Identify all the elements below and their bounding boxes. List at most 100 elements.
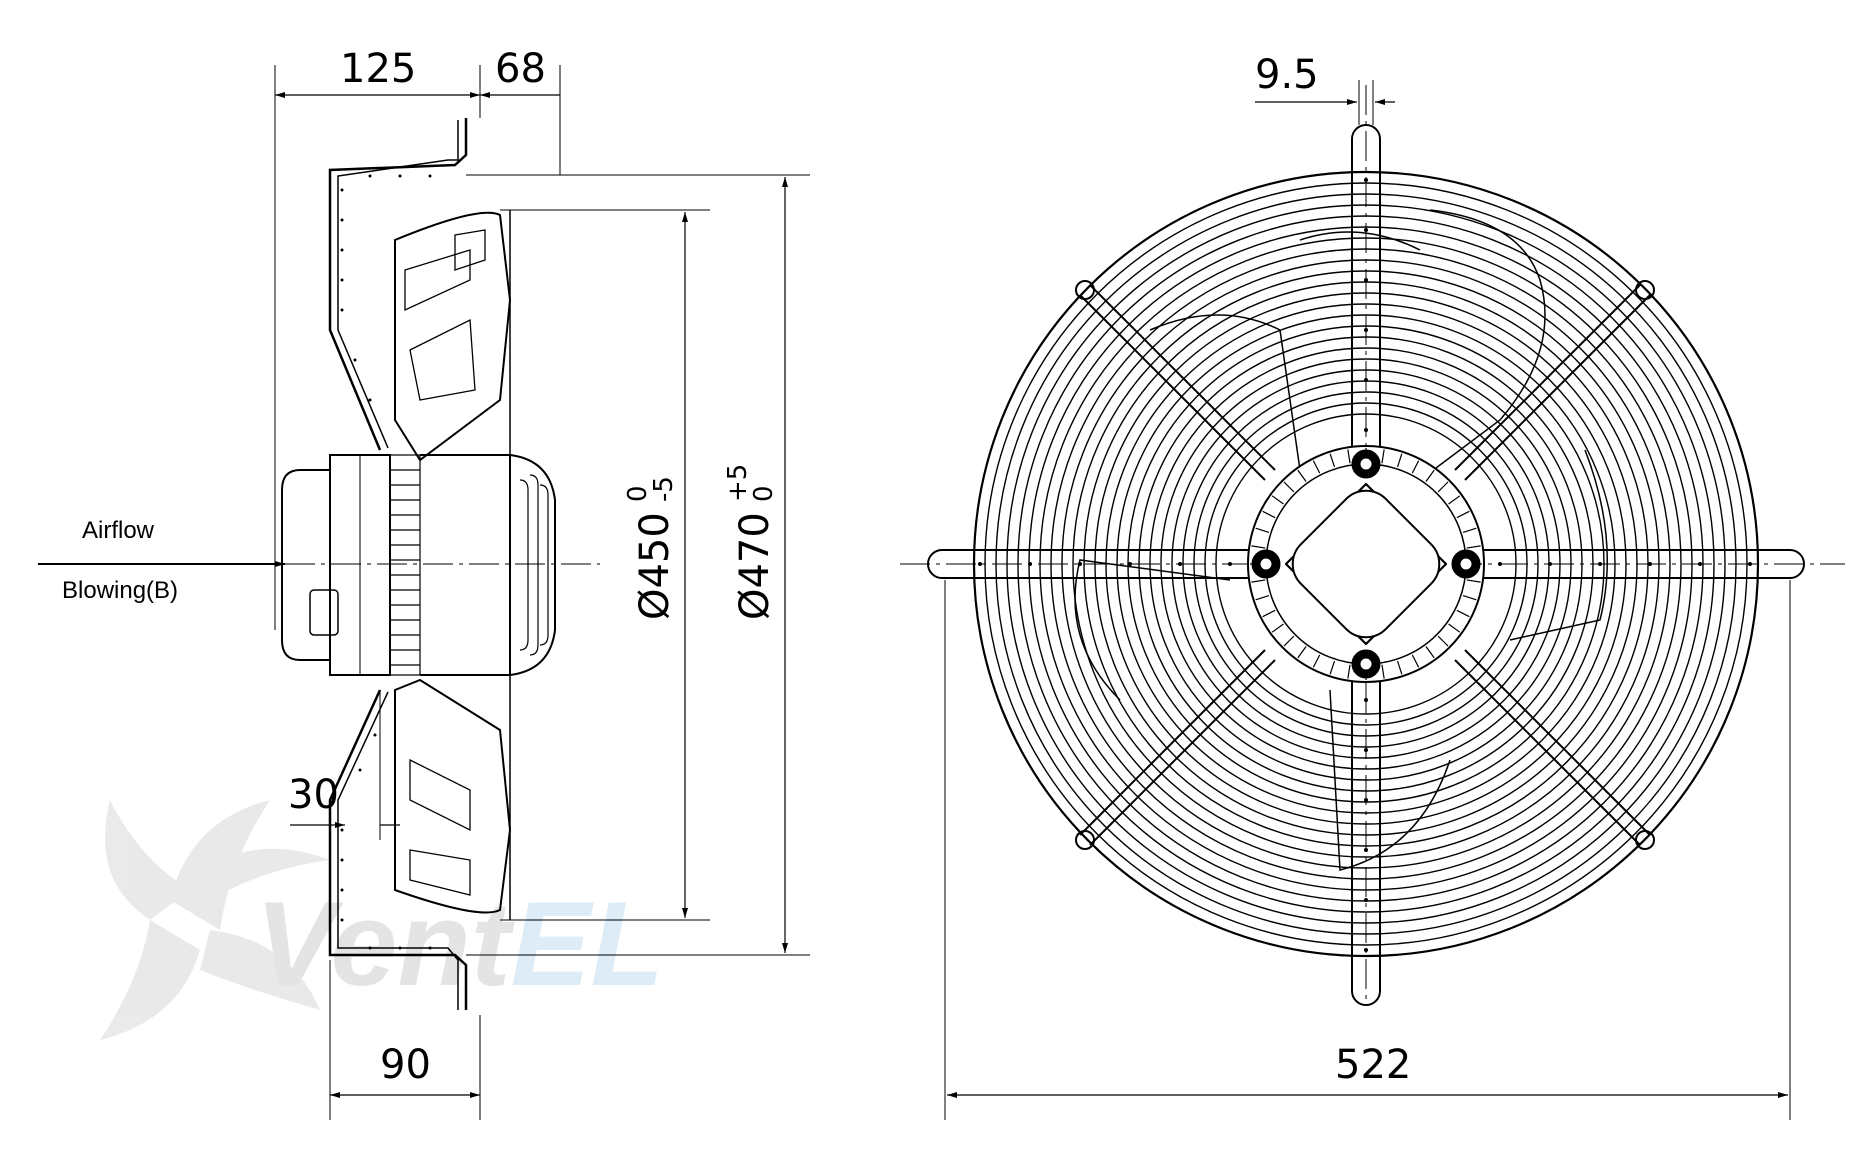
- guard-ring: [1116, 314, 1616, 814]
- guard-ring: [1061, 259, 1671, 869]
- dim-9-5: 9.5: [1255, 52, 1319, 98]
- watermark-text-vent: Vent: [255, 877, 516, 1011]
- blowing-label: Blowing(B): [62, 577, 178, 604]
- motor-fin: [1312, 654, 1321, 668]
- housing-outline-bottom: [328, 689, 468, 1010]
- svg-text:+5: +5: [723, 464, 753, 502]
- blades-top: [394, 211, 512, 462]
- watermark: VentEL: [100, 800, 664, 1040]
- dim-dia450-base: Ø450: [632, 512, 678, 620]
- housing-inner-top: [337, 120, 459, 449]
- guard-ring: [1138, 336, 1594, 792]
- motor-fin: [1456, 609, 1470, 618]
- motor-fin: [1262, 510, 1276, 519]
- motor-fin: [1425, 646, 1435, 659]
- airflow-label: Airflow: [82, 517, 155, 544]
- motor-fin: [1347, 449, 1351, 464]
- dim-68: 68: [495, 46, 546, 92]
- guard-ring: [1006, 204, 1726, 924]
- guard-ring: [1160, 358, 1572, 770]
- front-blades: [1074, 209, 1609, 871]
- guard-ring: [972, 170, 1760, 958]
- motor-fin: [1437, 635, 1449, 647]
- guard-ring: [1050, 248, 1682, 880]
- dim-dia450-lower: -5: [649, 476, 679, 502]
- motor-fin: [1283, 481, 1295, 493]
- motor-hub-inner: [1291, 489, 1441, 639]
- dim-30: 30: [288, 772, 339, 818]
- guard-ring: [1072, 270, 1660, 858]
- motor-fin: [1312, 460, 1321, 474]
- motor-fin: [1329, 453, 1336, 468]
- motor-fin: [1262, 609, 1276, 618]
- dim-dia470-lower: 0: [749, 485, 779, 502]
- watermark-text: VentEL: [255, 877, 664, 1011]
- guard-ring: [1215, 413, 1517, 715]
- motor-fin: [1411, 460, 1420, 474]
- dim-522: 522: [1335, 1042, 1411, 1088]
- rotor-fins: [389, 454, 421, 676]
- dim-90: 90: [380, 1042, 431, 1088]
- hub-body: [420, 454, 511, 676]
- watermark-text-el: EL: [511, 877, 664, 1011]
- motor-fin: [1347, 664, 1351, 679]
- dim-dia470: Ø470 +5 0: [723, 464, 779, 620]
- hub-ribs: [519, 474, 549, 656]
- motor-fin: [1396, 453, 1403, 468]
- guard-ring: [1149, 347, 1583, 781]
- svg-text:Ø470: Ø470: [732, 512, 778, 620]
- motor-fin: [1456, 510, 1470, 519]
- motor-fin: [1462, 594, 1477, 601]
- guard-ring: [1204, 402, 1528, 726]
- motor-fin: [1297, 469, 1307, 482]
- guard-ring: [1094, 292, 1638, 836]
- guard-ring: [1171, 369, 1561, 759]
- guard-ring: [1017, 215, 1715, 913]
- guard-ring: [984, 182, 1748, 946]
- mounting-bolts: [1251, 449, 1481, 679]
- motor-fin: [1271, 495, 1284, 505]
- hub-cone: [509, 454, 556, 676]
- motor-fin: [1297, 646, 1307, 659]
- motor-fin: [1329, 660, 1336, 675]
- strut-vertical-dots: [1364, 178, 1368, 952]
- dim-125: 125: [340, 46, 416, 92]
- dim-dia470-upper: +5: [723, 464, 753, 502]
- motor-fin: [1462, 527, 1477, 534]
- cable-gland: [309, 589, 339, 636]
- motor-fin: [1437, 481, 1449, 493]
- motor-fin: [1381, 664, 1385, 679]
- front-view: [900, 80, 1845, 1120]
- guard-ring: [1039, 237, 1693, 891]
- motor-fin: [1251, 545, 1266, 549]
- strut-horizontal-dots: [978, 562, 1752, 566]
- terminal-box: [281, 469, 331, 661]
- motor-fin: [1411, 654, 1420, 668]
- svg-text:0: 0: [623, 485, 653, 502]
- motor-fin: [1448, 623, 1461, 633]
- svg-text:Ø450: Ø450: [632, 512, 678, 620]
- guard-ring: [995, 193, 1737, 935]
- motor-fin: [1466, 545, 1481, 549]
- motor-fin: [1255, 527, 1270, 534]
- svg-text:0: 0: [749, 485, 779, 502]
- svg-text:-5: -5: [649, 476, 679, 502]
- motor-fin: [1251, 579, 1266, 583]
- watermark-fan-icon: [100, 800, 330, 1040]
- motor-fin: [1255, 594, 1270, 601]
- motor-fin: [1425, 469, 1435, 482]
- motor-fin: [1283, 635, 1295, 647]
- dim-dia450-upper: 0: [623, 485, 653, 502]
- dim-dia450: Ø450 0 -5: [623, 476, 679, 620]
- motor-fin: [1396, 660, 1403, 675]
- housing-inner-bottom: [337, 691, 459, 1010]
- motor-fin: [1448, 495, 1461, 505]
- motor-fin: [1271, 623, 1284, 633]
- guard-ring: [1193, 391, 1539, 737]
- diagonal-struts: [1075, 280, 1655, 850]
- motor-fin: [1466, 579, 1481, 583]
- dim-dia470-base: Ø470: [732, 512, 778, 620]
- side-view: [38, 65, 810, 1120]
- motor-fin: [1381, 449, 1385, 464]
